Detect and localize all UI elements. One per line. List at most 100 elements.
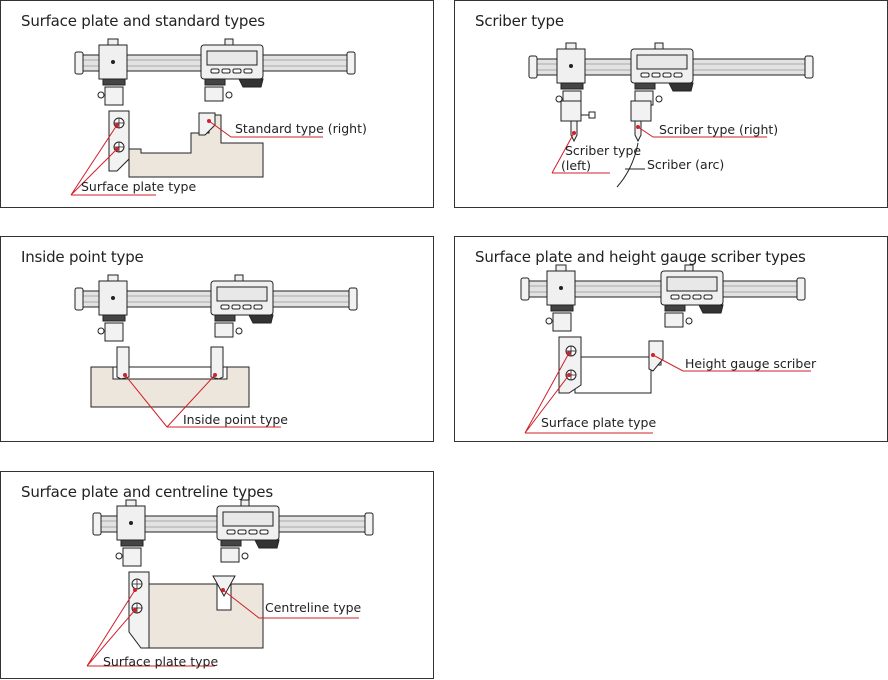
lcd-screen <box>206 50 258 66</box>
slider-clamp <box>560 82 584 90</box>
slider-clamp <box>120 539 144 547</box>
beam-end-cap <box>796 277 806 301</box>
knob <box>545 317 553 325</box>
jaw-holder <box>220 547 240 563</box>
display-button <box>640 72 650 78</box>
panel-inside-point: Inside point type Inside point type <box>0 236 434 442</box>
display-button <box>673 72 683 78</box>
label-scriber-type-left-1: Scriber type <box>565 143 641 158</box>
display-button <box>242 304 252 310</box>
jaw-holder <box>122 547 142 567</box>
caliper <box>74 274 358 342</box>
thumb-roller <box>698 304 724 314</box>
knob <box>97 327 105 335</box>
knob <box>655 95 663 103</box>
leader-lines <box>524 351 811 434</box>
label-centreline-type: Centreline type <box>265 600 362 615</box>
knob <box>115 552 123 560</box>
display-button <box>221 68 231 74</box>
surface-plate-jaw <box>128 571 150 649</box>
scriber-arc <box>616 142 639 188</box>
label-inside-point-type: Inside point type <box>183 412 288 427</box>
caliper <box>528 42 814 110</box>
beam-end-cap <box>74 51 84 75</box>
knob <box>241 552 249 560</box>
jaw-holder <box>204 86 224 102</box>
beam-end-cap <box>346 51 356 75</box>
panel-title: Surface plate and centreline types <box>21 483 273 501</box>
inside-point-left <box>116 346 130 380</box>
leader-lines <box>70 119 323 196</box>
leader-lines <box>123 373 281 428</box>
panel-title: Surface plate and standard types <box>21 12 265 30</box>
leader-lines <box>551 125 767 174</box>
lcd-screen <box>216 286 268 302</box>
surface-plate-jaw <box>108 110 130 172</box>
knob <box>685 317 693 325</box>
knob <box>225 91 233 99</box>
caliper <box>92 499 374 567</box>
label-scriber-type-left-2: (left) <box>561 158 591 173</box>
jaw-holder <box>214 322 234 338</box>
display-button <box>248 529 258 535</box>
label-surface-plate-type: Surface plate type <box>81 179 196 194</box>
slider-clamp <box>102 314 126 322</box>
lcd-screen <box>222 511 274 527</box>
beam-end-cap <box>804 55 814 79</box>
caliper-diagram: Centreline type Surface plate type <box>86 499 374 669</box>
beam-end-cap <box>74 287 84 311</box>
display-button <box>232 68 242 74</box>
panel-title: Inside point type <box>21 248 144 266</box>
scriber-left <box>560 100 596 143</box>
slider-clamp <box>664 304 686 312</box>
display-button <box>259 529 269 535</box>
label-scriber-type-right: Scriber type (right) <box>659 122 778 137</box>
display-button <box>231 304 241 310</box>
display-button <box>226 529 236 535</box>
slider-clamp <box>204 78 226 86</box>
caliper <box>520 264 806 332</box>
display-button <box>681 294 691 300</box>
display-button <box>703 294 713 300</box>
display-button <box>692 294 702 300</box>
caliper-diagram: Height gauge scriber Surface plate type <box>520 264 817 434</box>
caliper-diagram: Scriber type (right) Scriber type (left)… <box>528 42 814 188</box>
scriber-right <box>630 100 652 143</box>
label-height-gauge-scriber: Height gauge scriber <box>685 356 817 371</box>
jaw-holder <box>664 312 684 328</box>
knob <box>235 327 243 335</box>
panel-title: Surface plate and height gauge scriber t… <box>475 248 806 266</box>
thumb-roller <box>254 539 280 549</box>
panel-title: Scriber type <box>475 12 564 30</box>
caliper-diagram: Standard type (right) Surface plate type <box>70 38 367 196</box>
workpiece <box>148 583 264 649</box>
slider-clamp <box>550 304 574 312</box>
height-gauge-scriber-jaw <box>648 340 664 372</box>
panel-surface-plate-height-gauge: Surface plate and height gauge scriber t… <box>454 236 888 442</box>
display-button <box>210 68 220 74</box>
surface-plate-jaw <box>558 336 582 394</box>
jaw-holder <box>552 312 572 332</box>
slider-clamp <box>102 78 126 86</box>
leader-lines <box>86 588 359 667</box>
display-button <box>662 72 672 78</box>
thumb-roller <box>668 82 694 92</box>
beam-end-cap <box>348 287 358 311</box>
panel-surface-plate-standard: Surface plate and standard types Standar… <box>0 0 434 208</box>
lcd-screen <box>666 276 718 292</box>
beam-end-cap <box>528 55 538 79</box>
slider-clamp <box>214 314 236 322</box>
inside-point-right <box>210 346 224 380</box>
label-surface-plate-type: Surface plate type <box>541 415 656 430</box>
display-button <box>220 304 230 310</box>
standard-jaw <box>198 112 216 136</box>
label-standard-type-right: Standard type (right) <box>235 121 367 136</box>
beam-end-cap <box>520 277 530 301</box>
display-button <box>670 294 680 300</box>
beam-end-cap <box>364 512 374 536</box>
label-scriber-arc: Scriber (arc) <box>647 157 724 172</box>
jaw-holder <box>104 86 124 106</box>
display-button <box>253 304 263 310</box>
caliper <box>74 38 356 106</box>
label-surface-plate-type: Surface plate type <box>103 654 218 669</box>
